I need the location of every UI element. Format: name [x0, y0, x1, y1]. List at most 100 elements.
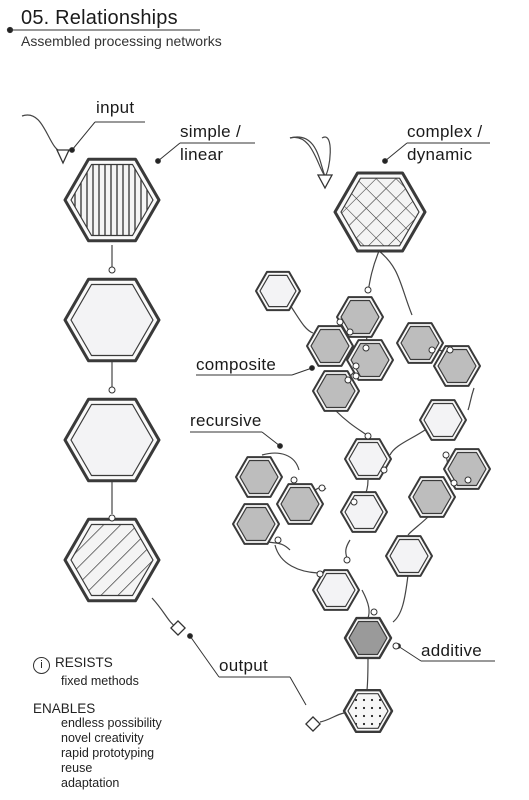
hex-node: [255, 270, 301, 312]
connector: [151, 597, 178, 629]
leader-dot: [187, 633, 193, 639]
page-title: 05. Relationships: [21, 7, 178, 29]
hex-node: [312, 370, 360, 412]
port-dot: [364, 286, 372, 294]
hex-node: [396, 322, 444, 364]
port-dot: [352, 372, 360, 380]
label-composite: composite: [196, 355, 277, 374]
port-dot: [370, 608, 378, 616]
connector: [261, 452, 300, 471]
enables-item: rapid prototyping: [61, 746, 155, 760]
hex-node: [312, 569, 360, 611]
port-dot: [316, 570, 324, 578]
connector: [389, 429, 426, 456]
connector: [321, 136, 331, 177]
hex-node: [433, 345, 481, 387]
hex-node: [276, 483, 324, 525]
label-simple: simple /: [180, 122, 241, 141]
resists-heading: RESISTS: [55, 655, 113, 670]
hex-node: [443, 448, 491, 490]
leader-line: [261, 431, 281, 447]
hex-node: [63, 277, 161, 363]
port-dot: [108, 514, 116, 522]
connector: [467, 387, 475, 411]
port-dot: [392, 642, 400, 650]
hex-node: [385, 535, 433, 577]
ports: [55, 149, 472, 732]
resists-item: fixed methods: [61, 674, 139, 688]
port-dot: [343, 556, 351, 564]
leader-dot: [277, 443, 283, 449]
resists-row: i RESISTS: [33, 655, 162, 674]
connector: [21, 114, 63, 153]
leader-line: [289, 676, 307, 706]
hex-node: [63, 517, 161, 603]
port-dot: [352, 362, 360, 370]
info-icon: i: [33, 657, 50, 674]
input-arrow-icon: [55, 149, 71, 165]
label-additive: additive: [421, 641, 482, 660]
leader-dot: [155, 158, 161, 164]
leader-line: [189, 635, 220, 678]
port-dot: [108, 266, 116, 274]
leader-line: [291, 367, 313, 376]
enables-item: reuse: [61, 761, 93, 775]
hex-node: [306, 325, 354, 367]
port-dot: [318, 484, 326, 492]
connector: [361, 589, 370, 619]
leader-line: [71, 121, 96, 151]
label-recursive: recursive: [190, 411, 262, 430]
hex-node: [408, 476, 456, 518]
leader-dot: [382, 158, 388, 164]
connector: [392, 574, 409, 623]
port-dot: [336, 318, 344, 326]
connector: [289, 136, 326, 177]
port-dot: [450, 479, 458, 487]
hexagon-nodes: [63, 157, 491, 733]
connector: [366, 655, 369, 691]
port-dot: [364, 432, 372, 440]
port-dot: [446, 346, 454, 354]
info-block: i RESISTS fixed methods ENABLES endless p…: [33, 655, 162, 791]
enables-item: adaptation: [61, 776, 120, 790]
page-subtitle: Assembled processing networks: [21, 33, 222, 49]
leader-line: [157, 142, 181, 162]
label-complex: complex /: [407, 122, 483, 141]
leader-dot: [309, 365, 315, 371]
hex-node: [344, 438, 392, 480]
hex-node: [232, 503, 280, 545]
port-dot: [380, 466, 388, 474]
port-dot: [274, 536, 282, 544]
label-input: input: [96, 98, 135, 117]
enables-item: endless possibility: [61, 716, 162, 730]
input-arrow-icon: [316, 174, 334, 190]
hex-node: [63, 397, 161, 483]
connector: [319, 712, 345, 723]
port-dot: [350, 498, 358, 506]
hex-node: [235, 456, 283, 498]
label-leaders: [6, 26, 495, 706]
connector: [378, 250, 413, 316]
hex-node: [336, 296, 384, 338]
enables-heading: ENABLES: [33, 701, 96, 716]
hex-node: [346, 339, 394, 381]
hex-node: [340, 491, 388, 533]
port-dot: [346, 328, 354, 336]
connector: [345, 539, 351, 559]
port-dot: [344, 376, 352, 384]
hex-node: [63, 157, 161, 243]
label-linear: linear: [180, 145, 224, 164]
port-dot: [108, 386, 116, 394]
label-output: output: [219, 656, 269, 675]
output-diamond-icon: [170, 620, 186, 636]
leader-line: [384, 142, 408, 162]
hex-node: [342, 689, 394, 733]
port-dot: [290, 476, 298, 484]
label-dynamic: dynamic: [407, 145, 473, 164]
port-dot: [442, 451, 450, 459]
connector: [407, 514, 431, 536]
connector: [334, 409, 369, 437]
hex-node: [419, 399, 467, 441]
leader-dot: [69, 147, 75, 153]
